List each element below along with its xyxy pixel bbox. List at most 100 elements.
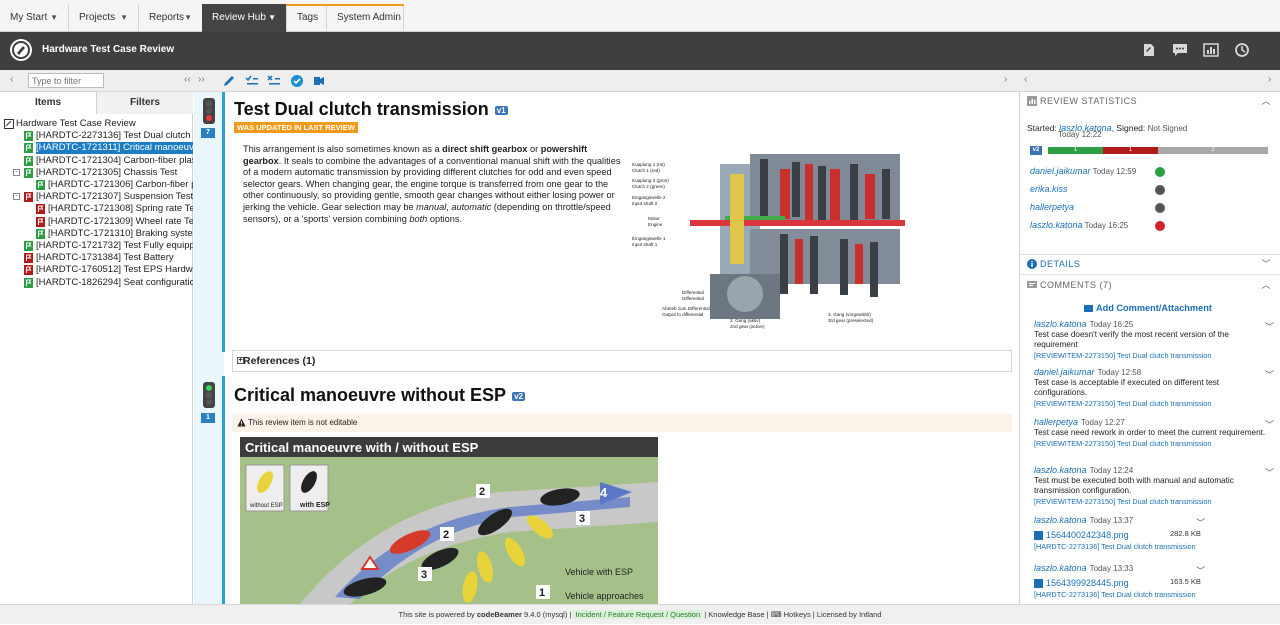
history-icon[interactable] bbox=[1233, 41, 1251, 59]
chevron-down-icon[interactable]: ﹀ bbox=[1196, 518, 1206, 528]
review-statistics-header[interactable]: REVIEW STATISTICS︿ bbox=[1020, 92, 1280, 110]
tree-item[interactable]: [HARDTC-1721732] Test Fully equipped bbox=[0, 240, 193, 252]
user-link[interactable]: hallerpetya bbox=[1034, 417, 1079, 427]
attachment-reference-link[interactable]: [HARDTC-2273136] Test Dual clutch transm… bbox=[1034, 542, 1196, 551]
expand-tree-icon[interactable]: ›› bbox=[198, 74, 205, 85]
comment-reference-link[interactable]: [REVIEWITEM-2273150] Test Dual clutch tr… bbox=[1034, 439, 1212, 448]
traffic-light-icon[interactable] bbox=[203, 382, 215, 408]
tree-item[interactable]: [HARDTC-2273136] Test Dual clutch transm… bbox=[0, 130, 193, 142]
attachment-file-link[interactable]: 1564400242348.png bbox=[1046, 530, 1129, 540]
nav-tab-reports[interactable]: Reports▼ bbox=[138, 4, 202, 32]
user-link[interactable]: laszlo.katona bbox=[1030, 220, 1083, 230]
caret-down-icon[interactable]: ▼ bbox=[120, 13, 128, 22]
user-link[interactable]: erika.kiss bbox=[1030, 184, 1068, 194]
check-list-icon[interactable] bbox=[245, 74, 259, 88]
chart-icon[interactable] bbox=[1202, 41, 1220, 59]
caret-down-icon[interactable]: ▼ bbox=[184, 13, 192, 22]
collapse-tree-icon[interactable]: ‹‹ bbox=[184, 74, 191, 85]
tree-item[interactable]: [HARDTC-1721310] Braking system bbox=[0, 228, 193, 240]
add-comment-button[interactable]: Add Comment/Attachment bbox=[1084, 303, 1212, 313]
comment-reference-link[interactable]: [REVIEWITEM-2273150] Test Dual clutch tr… bbox=[1034, 351, 1212, 360]
edit-icon[interactable] bbox=[222, 74, 236, 88]
collapse-left-chevron-icon[interactable]: ‹ bbox=[10, 74, 14, 85]
version-badge[interactable]: v2 bbox=[512, 391, 525, 401]
user-link[interactable]: laszlo.katona bbox=[1034, 465, 1087, 475]
comment-body: Test case need rework in order to meet t… bbox=[1034, 428, 1266, 437]
collapse-center-chevron-icon[interactable]: › bbox=[1004, 74, 1008, 85]
caret-down-icon[interactable]: ▼ bbox=[50, 13, 58, 22]
tree-filter-input[interactable] bbox=[28, 73, 104, 88]
tree-item[interactable]: [HARDTC-1760512] Test EPS Hardware bbox=[0, 264, 193, 276]
nav-tab-review-hub[interactable]: Review Hub▼ bbox=[202, 4, 286, 32]
chevron-down-icon[interactable]: ﹀ bbox=[1264, 420, 1274, 430]
hotkeys-link[interactable]: Hotkeys bbox=[783, 610, 811, 619]
chevron-down-icon[interactable]: ﹀ bbox=[1261, 259, 1271, 269]
uncheck-list-icon[interactable] bbox=[267, 74, 281, 88]
version-badge[interactable]: v1 bbox=[494, 105, 508, 115]
tree-item[interactable]: [HARDTC-1721308] Spring rate Test bbox=[0, 203, 193, 215]
comment-reference-link[interactable]: [REVIEWITEM-2273150] Test Dual clutch tr… bbox=[1034, 497, 1212, 506]
separator: | bbox=[810, 610, 817, 619]
tree-item[interactable]: [HARDTC-1721304] Carbon-fiber plastic bbox=[0, 155, 193, 167]
user-link[interactable]: daniel.jaikumar bbox=[1034, 367, 1095, 377]
italic-term: manual bbox=[416, 201, 447, 212]
item-selection-bar bbox=[222, 92, 225, 352]
user-link[interactable]: daniel.jaikumar bbox=[1030, 166, 1091, 176]
intland-link[interactable]: Intland bbox=[858, 610, 882, 619]
traffic-light-icon[interactable] bbox=[203, 98, 215, 124]
tree-item[interactable]: -[HARDTC-1721307] Suspension Test bbox=[0, 191, 193, 203]
incident-link[interactable]: Incident / Feature Request / Question bbox=[573, 610, 703, 619]
tree-item[interactable]: [HARDTC-1721309] Wheel rate Test bbox=[0, 216, 193, 228]
pending-vote-icon bbox=[1155, 185, 1165, 195]
expand-right-chevron-icon[interactable]: › bbox=[1268, 74, 1272, 85]
nav-tab-tags[interactable]: Tags bbox=[286, 4, 326, 32]
details-header[interactable]: DETAILS﹀ bbox=[1020, 255, 1280, 273]
chevron-up-icon[interactable]: ︿ bbox=[1261, 96, 1271, 106]
nav-tab-my-start[interactable]: My Start▼ bbox=[0, 4, 68, 32]
attachment-reference-link[interactable]: [HARDTC-2273136] Test Dual clutch transm… bbox=[1034, 590, 1196, 599]
comments-header[interactable]: COMMENTS (7)︿ bbox=[1020, 276, 1280, 294]
tree-item[interactable]: -[HARDTC-1721305] Chassis Test bbox=[0, 167, 193, 179]
export-icon[interactable] bbox=[312, 74, 326, 88]
tree-item[interactable]: [HARDTC-1721306] Carbon-fiber plastic bbox=[0, 179, 193, 191]
expand-plus-icon[interactable]: + bbox=[237, 357, 244, 364]
tab-filters[interactable]: Filters bbox=[96, 92, 193, 114]
tree-item[interactable]: [HARDTC-1731384] Test Battery bbox=[0, 252, 193, 264]
chevron-up-icon[interactable]: ︿ bbox=[1261, 280, 1271, 290]
references-section[interactable]: +References (1) bbox=[232, 350, 1012, 372]
user-link[interactable]: laszlo.katona bbox=[1034, 319, 1087, 329]
tree-toggle-icon[interactable]: - bbox=[13, 193, 20, 201]
tab-items[interactable]: Items bbox=[0, 92, 96, 114]
tree-item[interactable]: [HARDTC-1826294] Seat configuration bbox=[0, 277, 193, 289]
knowledge-base-link[interactable]: Knowledge Base bbox=[708, 610, 765, 619]
user-link[interactable]: laszlo.katona bbox=[1059, 123, 1112, 133]
item-selection-bar bbox=[222, 376, 225, 604]
approved-vote-icon bbox=[1155, 167, 1165, 177]
user-link[interactable]: laszlo.katona bbox=[1034, 563, 1087, 573]
comment-reference-link[interactable]: [REVIEWITEM-2273150] Test Dual clutch tr… bbox=[1034, 399, 1212, 408]
document-icon[interactable] bbox=[1140, 41, 1158, 59]
chevron-down-icon[interactable]: ﹀ bbox=[1264, 468, 1274, 478]
tree-item[interactable]: Hardware Test Case Review bbox=[0, 118, 193, 130]
tree-item[interactable]: [HARDTC-1721311] Critical manoeuvre with… bbox=[0, 142, 193, 155]
nav-tab-system-admin[interactable]: System Admin bbox=[326, 4, 404, 32]
comment-count-badge[interactable]: 1 bbox=[201, 413, 215, 423]
chevron-down-icon[interactable]: ﹀ bbox=[1264, 370, 1274, 380]
comment-count-badge[interactable]: 7 bbox=[201, 128, 215, 138]
caret-down-icon[interactable]: ▼ bbox=[268, 13, 276, 22]
comments-icon[interactable] bbox=[1171, 41, 1189, 59]
approve-icon[interactable] bbox=[290, 74, 304, 88]
collapse-right-chevron-icon[interactable]: ‹ bbox=[1024, 74, 1028, 85]
route-marker: 3 bbox=[579, 513, 585, 525]
user-link[interactable]: hallerpetya bbox=[1030, 202, 1075, 212]
tree-toggle-icon[interactable]: - bbox=[13, 168, 20, 176]
chevron-down-icon[interactable]: ﹀ bbox=[1264, 322, 1274, 332]
product-link[interactable]: codeBeamer bbox=[476, 610, 522, 619]
chevron-down-icon[interactable]: ﹀ bbox=[1196, 566, 1206, 576]
nav-tab-projects[interactable]: Projects▼ bbox=[68, 4, 138, 32]
user-link[interactable]: laszlo.katona bbox=[1034, 515, 1087, 525]
diagram-label: 3rd gear (preselected) bbox=[828, 318, 874, 323]
attachment-file-link[interactable]: 1564399928445.png bbox=[1046, 578, 1129, 588]
item-description: This arrangement is also sometimes known… bbox=[243, 144, 627, 225]
